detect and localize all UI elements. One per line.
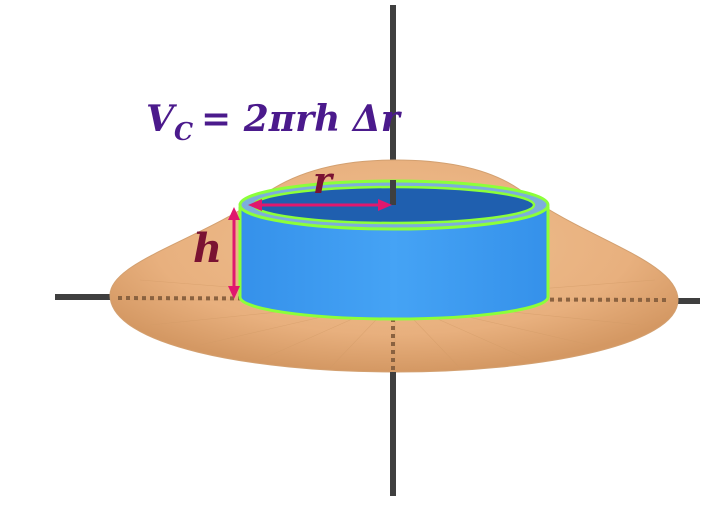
svg-text:VC= 2πrh Δr: VC = 2πrh Δr: [146, 98, 403, 146]
height-arrow: [228, 207, 240, 299]
cylindrical-shell-body: [238, 206, 550, 321]
radius-label: r: [313, 160, 335, 202]
radius-arrow: [248, 199, 392, 211]
formula-subscript: C: [174, 117, 193, 146]
volume-formula: VC = 2πrh Δr: [146, 98, 403, 146]
height-label: h: [193, 225, 222, 272]
formula-lhs: V: [146, 98, 177, 140]
formula-rhs: = 2πrh Δr: [201, 98, 403, 140]
